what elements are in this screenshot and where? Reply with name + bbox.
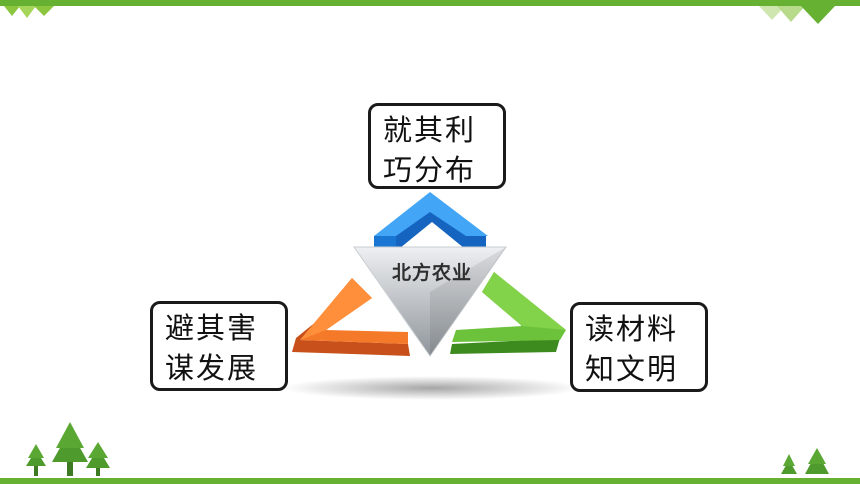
top-text-box: 就其利 巧分布 bbox=[368, 103, 506, 189]
left-text-box: 避其害 谋发展 bbox=[150, 301, 288, 391]
bottom-border-bar bbox=[0, 478, 860, 484]
right-box-line2: 知文明 bbox=[585, 352, 679, 386]
right-box-line1: 读材料 bbox=[585, 312, 679, 346]
top-left-triangle-decoration bbox=[4, 6, 54, 18]
trees-left-icon bbox=[26, 422, 110, 476]
left-box-line1: 避其害 bbox=[165, 311, 259, 345]
top-right-triangle-decoration bbox=[759, 6, 835, 24]
top-border-bar bbox=[0, 0, 860, 6]
center-label: 北方农业 bbox=[391, 262, 472, 284]
blue-arrow-shape bbox=[374, 192, 488, 248]
green-arrow-shape bbox=[450, 272, 566, 354]
left-box-line2: 谋发展 bbox=[165, 351, 259, 385]
orange-arrow-shape bbox=[292, 278, 410, 356]
trees-right-icon bbox=[781, 448, 829, 474]
floor-shadow bbox=[282, 376, 582, 400]
center-triangle bbox=[353, 246, 507, 357]
top-box-line1: 就其利 bbox=[383, 113, 477, 147]
top-box-line2: 巧分布 bbox=[383, 153, 477, 187]
right-text-box: 读材料 知文明 bbox=[570, 302, 708, 392]
